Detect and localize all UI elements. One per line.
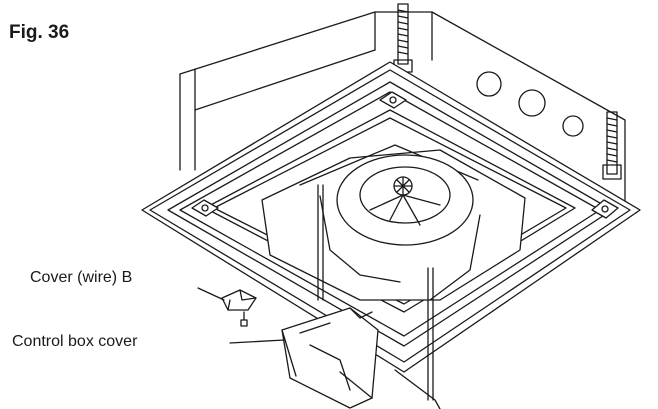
corner-fixing — [591, 199, 619, 219]
figure-title: Fig. 36 — [9, 22, 70, 43]
corner-fixing — [379, 91, 407, 109]
leader-line — [197, 287, 225, 301]
hanging-bolt — [602, 111, 622, 180]
knockout-hole — [562, 115, 584, 137]
support-rod — [317, 184, 434, 401]
hanging-bolt — [393, 3, 413, 73]
unit-casing — [179, 11, 626, 206]
control-box-cover-label: Control box cover — [12, 333, 138, 350]
knockout-hole — [518, 89, 546, 117]
fan — [336, 154, 474, 246]
knockout-hole — [476, 71, 502, 97]
cover-wire-b — [221, 289, 257, 327]
cover-wire-b-label: Cover (wire) B — [30, 269, 133, 286]
leader-line — [229, 339, 285, 344]
corner-fixing — [191, 199, 219, 217]
control-box-cover — [281, 307, 441, 409]
